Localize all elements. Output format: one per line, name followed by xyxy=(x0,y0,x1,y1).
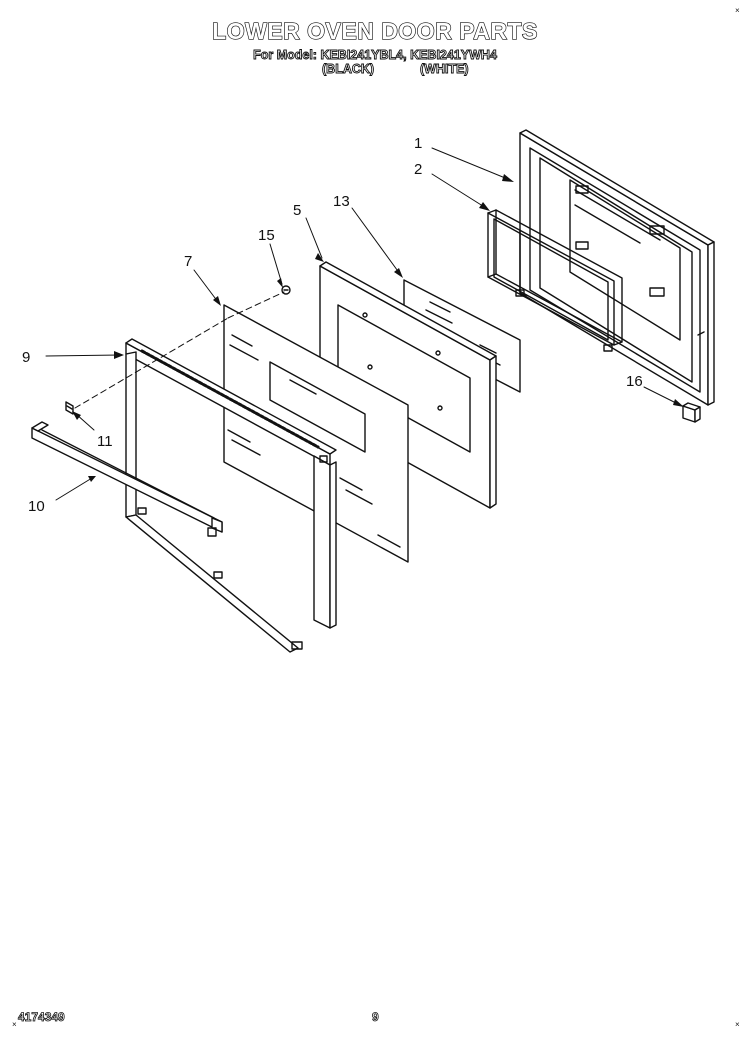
callout-10: 10 xyxy=(28,498,45,515)
callout-15: 15 xyxy=(258,227,275,244)
leader-arrowheads xyxy=(72,174,684,482)
part-15-glass-clip xyxy=(281,285,291,295)
part-5-glass-pack-frame xyxy=(319,261,497,509)
callout-9: 9 xyxy=(22,349,30,366)
corner-mark-bottom-left: × xyxy=(12,1020,17,1029)
page-title: LOWER OVEN DOOR PARTS xyxy=(211,17,538,44)
callout-13: 13 xyxy=(333,193,350,210)
part-16-bumper xyxy=(682,402,701,423)
part-9-outer-door-frame xyxy=(125,338,337,653)
callout-11: 11 xyxy=(97,433,113,450)
color-label-white: (WHITE) xyxy=(420,62,470,77)
part-11-screw xyxy=(65,401,74,415)
callout-7: 7 xyxy=(184,253,192,270)
part-2-door-gasket xyxy=(487,209,623,352)
corner-mark-top-right: × xyxy=(735,6,740,15)
callout-1: 1 xyxy=(414,135,422,152)
corner-mark-bottom-right: × xyxy=(735,1020,740,1029)
color-label-black: (BLACK) xyxy=(322,62,375,77)
document-number: 4174349 xyxy=(18,1010,66,1025)
callout-16: 16 xyxy=(626,373,643,390)
model-numbers: For Model: KEBI241YBL4, KEBI241YWH4 xyxy=(253,48,498,63)
callout-2: 2 xyxy=(414,161,422,178)
callout-5: 5 xyxy=(293,202,301,219)
page-number: 9 xyxy=(372,1010,379,1025)
part-10-door-handle xyxy=(31,421,223,537)
leader-lines xyxy=(45,147,681,501)
part-1-inner-door-liner xyxy=(519,129,715,406)
assembly-lines xyxy=(74,291,285,409)
part-7-outer-glass xyxy=(223,304,409,563)
